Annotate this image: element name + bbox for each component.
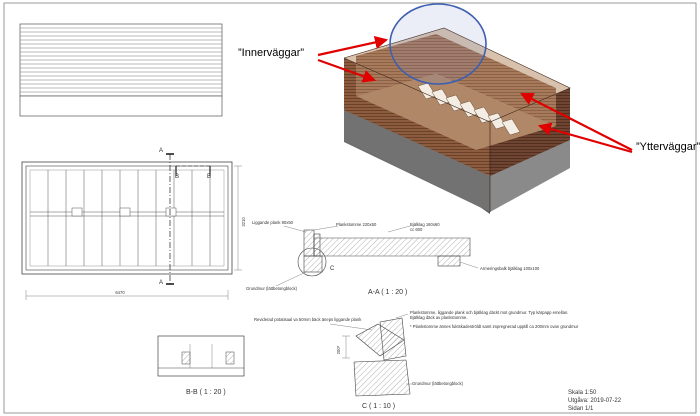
inner-walls-highlight [389,3,487,85]
c-label-foundation: Grundmur (lättbetongblock) [412,381,464,386]
c-note-right-1: Plankstomme, liggande plank och bjälklag… [410,310,568,315]
title-block-issued: Utgåva: 2019-07-22 [568,397,622,404]
section-aa-drawing [275,225,479,287]
callout-inner-walls: ”Innerväggar” [238,47,304,59]
detail-c-drawing [329,313,412,397]
plan-dim-width: 6470 [115,290,125,295]
aa-label-joist-cc: cc 600 [410,227,423,232]
plan-view [21,153,242,300]
section-bb-title: B-B ( 1 : 20 ) [186,389,226,396]
plan-section-mark-a-top: A [159,148,163,154]
plan-dim-height: 3210 [241,217,246,227]
c-note-right-3: * Plankstomme ännes fuktskadeströldt sam… [410,324,579,329]
aa-label-frame: Plankstomme 220x50 [336,222,377,227]
aa-label-joist: Bjälklag 160x60 [410,222,440,227]
callout-arrows [317,35,633,154]
model-3d-view [343,3,571,214]
aa-label-foundation: Grundmur (lättbetongblock) [246,286,298,291]
aa-label-c: C [330,266,335,272]
c-dim: 200* [336,345,341,354]
c-note-right-2: Bjälklag däck av plankstomme. [410,315,468,320]
c-note-left: Reviderad potatisaal va 50mm bäck äneps … [254,317,362,322]
section-bb-drawing [157,335,245,377]
section-aa-title: A-A ( 1 : 20 ) [368,289,407,296]
aa-label-reinf: Armeringsbalk bjälklag 100x100 [480,266,540,271]
detail-c-title: C ( 1 : 10 ) [362,403,395,410]
title-block-scale: Skala 1:50 [568,390,597,396]
elevation-view [19,23,223,117]
aa-label-plank-top: Liggande plank 90x50 [252,220,294,225]
callout-outer-walls: ”Ytterväggar” [636,141,700,153]
plan-section-mark-b-right: B [207,174,211,180]
plan-section-mark-a-bottom: A [159,280,163,286]
title-block-page: Sidan 1/1 [568,406,594,412]
plan-section-mark-b-left: B [175,174,179,180]
